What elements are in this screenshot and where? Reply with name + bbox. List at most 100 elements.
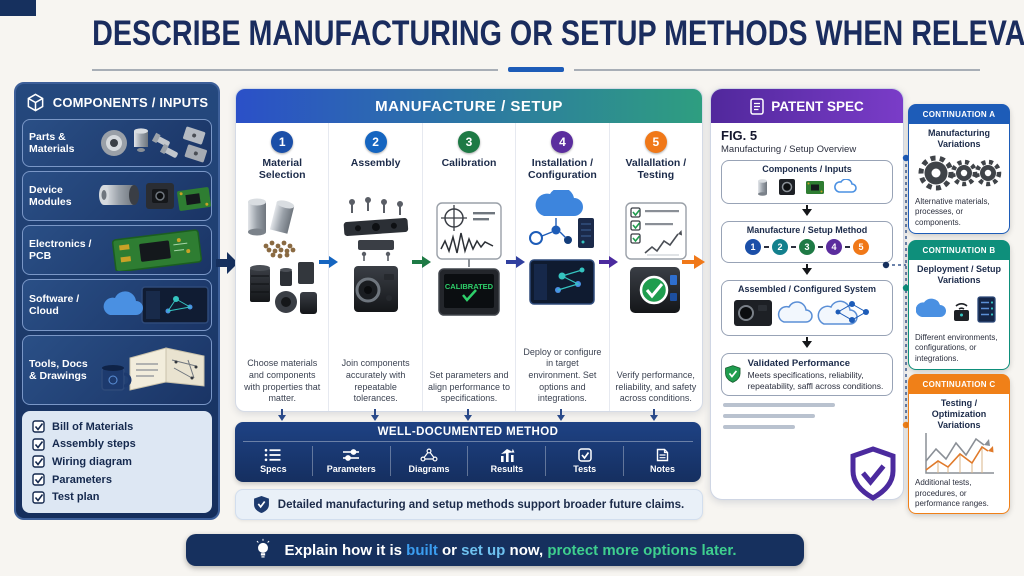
- green-shield-icon: [725, 365, 741, 383]
- documented-item-diagrams: Diagrams: [391, 446, 469, 476]
- patent-panel-title: PATENT SPEC: [771, 98, 864, 114]
- flow-arrow-3-4: [506, 255, 526, 274]
- step-number-badge: 4: [551, 131, 574, 153]
- electronics-pcb-illustration: [96, 229, 212, 271]
- validated-text: Meets specifications, reliability, repea…: [747, 370, 884, 391]
- list-icon: [265, 448, 281, 462]
- divider-line-right: [574, 68, 980, 71]
- footer-segment: set up: [461, 541, 506, 559]
- continuation-a-body: Manufacturing Variations Alternative mat…: [908, 124, 1010, 234]
- calibration-icon: CALIBRATED: [436, 202, 502, 317]
- component-row-software-cloud: Software / Cloud: [22, 279, 212, 331]
- module-icon: [779, 179, 795, 195]
- parts-materials-illustration: [96, 123, 212, 163]
- documented-item-label: Parameters: [326, 464, 376, 474]
- validated-title: Validated Performance: [747, 358, 851, 369]
- nodes-icon: [420, 448, 438, 462]
- step-description: Join components accurately with repeatab…: [341, 358, 410, 404]
- cloud-deploy-icon: [529, 189, 596, 305]
- step-description: Set parameters and align performance to …: [427, 369, 511, 404]
- continuation-c-body: Testing / Optimization Variations Additi…: [908, 394, 1010, 514]
- checklist-item: Wiring diagram: [32, 455, 202, 469]
- checklist-item: Parameters: [32, 473, 202, 486]
- step-column-calibration: 3 Calibration CALIBRATED: [423, 123, 517, 411]
- method-step-badge: 4: [826, 239, 842, 255]
- well-documented-method-bar: WELL-DOCUMENTED METHOD Specs Parameters …: [235, 422, 701, 482]
- checkbox-icon: [577, 448, 592, 462]
- calibrated-screen-label: CALIBRATED: [445, 282, 494, 291]
- step-connector: [791, 246, 796, 248]
- checklist-item: Assembly steps: [32, 438, 202, 451]
- continuation-description: Alternative materials, processes, or com…: [915, 196, 990, 227]
- checkbox-icon: [32, 455, 45, 469]
- documented-item-results: Results: [468, 446, 547, 476]
- flow-arrow-2-3: [412, 255, 432, 274]
- components-inputs-panel: COMPONENTS / INPUTS Parts & Materials De…: [14, 82, 220, 520]
- pcb-icon: [111, 229, 203, 271]
- assembled-system-illustration: [726, 294, 888, 332]
- chart-icon: [500, 448, 515, 462]
- checklist-item-label: Wiring diagram: [52, 455, 132, 468]
- validation-illustration: [614, 183, 698, 370]
- step-number-badge: 5: [644, 131, 667, 153]
- entry-flow-arrow: [216, 250, 238, 281]
- method-step-badge: 5: [853, 239, 869, 255]
- step-connector: [764, 246, 769, 248]
- continuation-b-panel: CONTINUATION B Deployment / Setup Variat…: [908, 240, 1010, 370]
- components-panel-title: COMPONENTS / INPUTS: [52, 94, 209, 110]
- drop-connector: [649, 409, 659, 427]
- documented-item-label: Results: [490, 464, 524, 474]
- cloud-dashboard-icon: [103, 286, 209, 324]
- component-row-label: Device Modules: [29, 183, 72, 208]
- patent-box-components: Components / Inputs: [721, 160, 893, 204]
- drop-connector: [277, 409, 287, 427]
- step-column-installation: 4 Installation / Configuration: [516, 123, 610, 411]
- claims-note: Detailed manufacturing and setup methods…: [235, 489, 703, 520]
- calibration-illustration: CALIBRATED: [427, 183, 511, 370]
- method-step-badge: 1: [745, 239, 761, 255]
- patent-panel-header: PATENT SPEC: [711, 89, 903, 123]
- step-title: Calibration: [441, 157, 497, 169]
- optimization-chart-illustration: [921, 430, 997, 478]
- checklist-item-label: Test plan: [52, 491, 100, 504]
- checklist-item-label: Assembly steps: [52, 438, 136, 451]
- component-row-parts-materials: Parts & Materials: [22, 119, 212, 167]
- flow-arrow-1-2: [319, 255, 339, 274]
- continuation-description: Different environments, configurations, …: [915, 332, 998, 363]
- cloud-wifi-server-icon: [916, 296, 996, 323]
- materials-icon: [248, 198, 318, 314]
- continuation-c-header: CONTINUATION C: [908, 374, 1010, 394]
- footer-segment: protect more options later.: [547, 541, 737, 559]
- continuation-a-panel: CONTINUATION A Manufacturing Variations …: [908, 104, 1010, 234]
- footer-segment: Explain how it is: [284, 541, 407, 559]
- drop-connector: [463, 409, 473, 427]
- component-row-device-modules: Device Modules: [22, 171, 212, 221]
- purple-shield-icon: [849, 446, 897, 507]
- down-arrow: [721, 205, 893, 216]
- step-description: Choose materials and components with pro…: [244, 358, 321, 404]
- checkbox-icon: [32, 473, 45, 486]
- patent-method-steps: 1 2 3 4 5: [726, 235, 888, 259]
- assembled-system-icon: [734, 300, 869, 326]
- manufacture-setup-panel: MANUFACTURE / SETUP 1 Material Selection: [235, 88, 703, 412]
- corner-mark: [0, 0, 36, 16]
- method-step-badge: 2: [772, 239, 788, 255]
- parts-materials-icon: [101, 126, 207, 163]
- claims-note-text: Detailed manufacturing and setup methods…: [277, 498, 685, 511]
- down-arrow: [721, 264, 893, 275]
- pcb-icon: [806, 180, 824, 194]
- cloud-icon: [834, 179, 857, 193]
- flow-arrow-4-5: [599, 255, 619, 274]
- cylinder-icon: [758, 179, 767, 196]
- documented-item-specs: Specs: [235, 446, 313, 476]
- documented-item-label: Tests: [573, 464, 597, 474]
- patent-box-method: Manufacture / Setup Method 1 2 3 4 5: [721, 221, 893, 263]
- step-number-badge: 1: [271, 131, 294, 153]
- testing-icon: [625, 202, 687, 314]
- documented-bar-divider: [243, 441, 693, 442]
- continuation-title: Deployment / Setup Variations: [916, 264, 1001, 285]
- line-chart-icon: [925, 433, 994, 475]
- deployment-illustration: [916, 286, 1002, 333]
- documented-item-label: Specs: [260, 464, 287, 474]
